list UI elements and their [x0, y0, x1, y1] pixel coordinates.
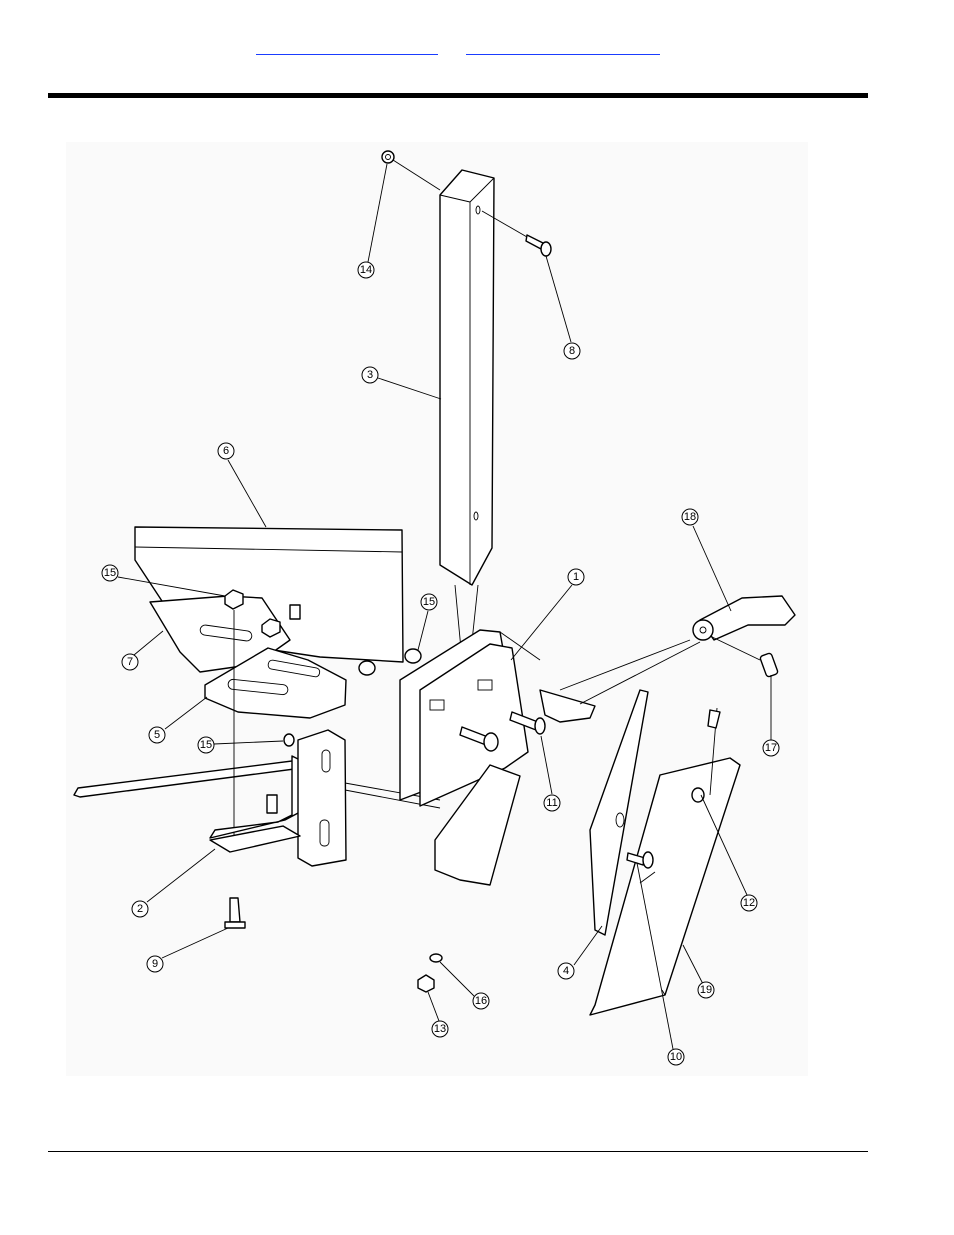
callout-label: 5	[154, 729, 160, 741]
callout-label: 2	[137, 903, 143, 915]
callout-12: 12	[741, 895, 757, 911]
part-16-washer	[430, 954, 442, 962]
callout-15-b: 15	[421, 594, 437, 610]
part-8-bolt	[526, 235, 543, 249]
callout-label: 6	[223, 445, 229, 457]
callout-18: 18	[682, 509, 698, 525]
part-9-bolt	[230, 898, 240, 922]
callout-label: 17	[765, 742, 777, 754]
callout-label: 7	[127, 656, 133, 668]
part-13-nut	[418, 975, 434, 992]
footer-rule	[48, 1151, 868, 1152]
callout-17: 17	[763, 740, 779, 756]
callout-4: 4	[558, 963, 574, 979]
callout-label: 15	[200, 739, 212, 751]
part-12-bolt	[708, 710, 720, 728]
part-18-clevis	[700, 596, 795, 640]
callout-8: 8	[564, 343, 580, 359]
part-15-nut-c	[405, 649, 421, 663]
callout-1: 1	[568, 569, 584, 585]
callout-13: 13	[432, 1021, 448, 1037]
callout-6: 6	[218, 443, 234, 459]
part-3-upright-bar	[440, 170, 494, 585]
callout-label: 8	[569, 345, 575, 357]
callout-label: 3	[367, 369, 373, 381]
callout-11: 11	[544, 795, 560, 811]
callout-2: 2	[132, 901, 148, 917]
part-17-bushing	[760, 653, 779, 678]
callout-label: 9	[152, 958, 158, 970]
callout-label: 14	[360, 264, 372, 276]
callout-label: 11	[546, 797, 557, 809]
callout-3: 3	[362, 367, 378, 383]
callout-10: 10	[668, 1049, 684, 1065]
callout-label: 12	[743, 897, 755, 909]
frame-bar	[74, 760, 302, 797]
callout-label: 4	[563, 965, 569, 977]
callout-15-c: 15	[198, 737, 214, 753]
callout-label: 1	[573, 571, 579, 583]
callout-7: 7	[122, 654, 138, 670]
callout-15-a: 15	[102, 565, 118, 581]
callout-5: 5	[149, 727, 165, 743]
callout-label: 10	[670, 1051, 682, 1063]
callout-label: 19	[700, 984, 712, 996]
callout-label: 15	[423, 596, 435, 608]
callout-9: 9	[147, 956, 163, 972]
callout-14: 14	[358, 262, 374, 278]
callout-19: 19	[698, 982, 714, 998]
callout-label: 13	[434, 1023, 446, 1035]
callout-label: 15	[104, 567, 116, 579]
callout-label: 16	[475, 995, 487, 1007]
callout-label: 18	[684, 511, 696, 523]
part-14-nut	[382, 151, 394, 163]
callout-16: 16	[473, 993, 489, 1009]
